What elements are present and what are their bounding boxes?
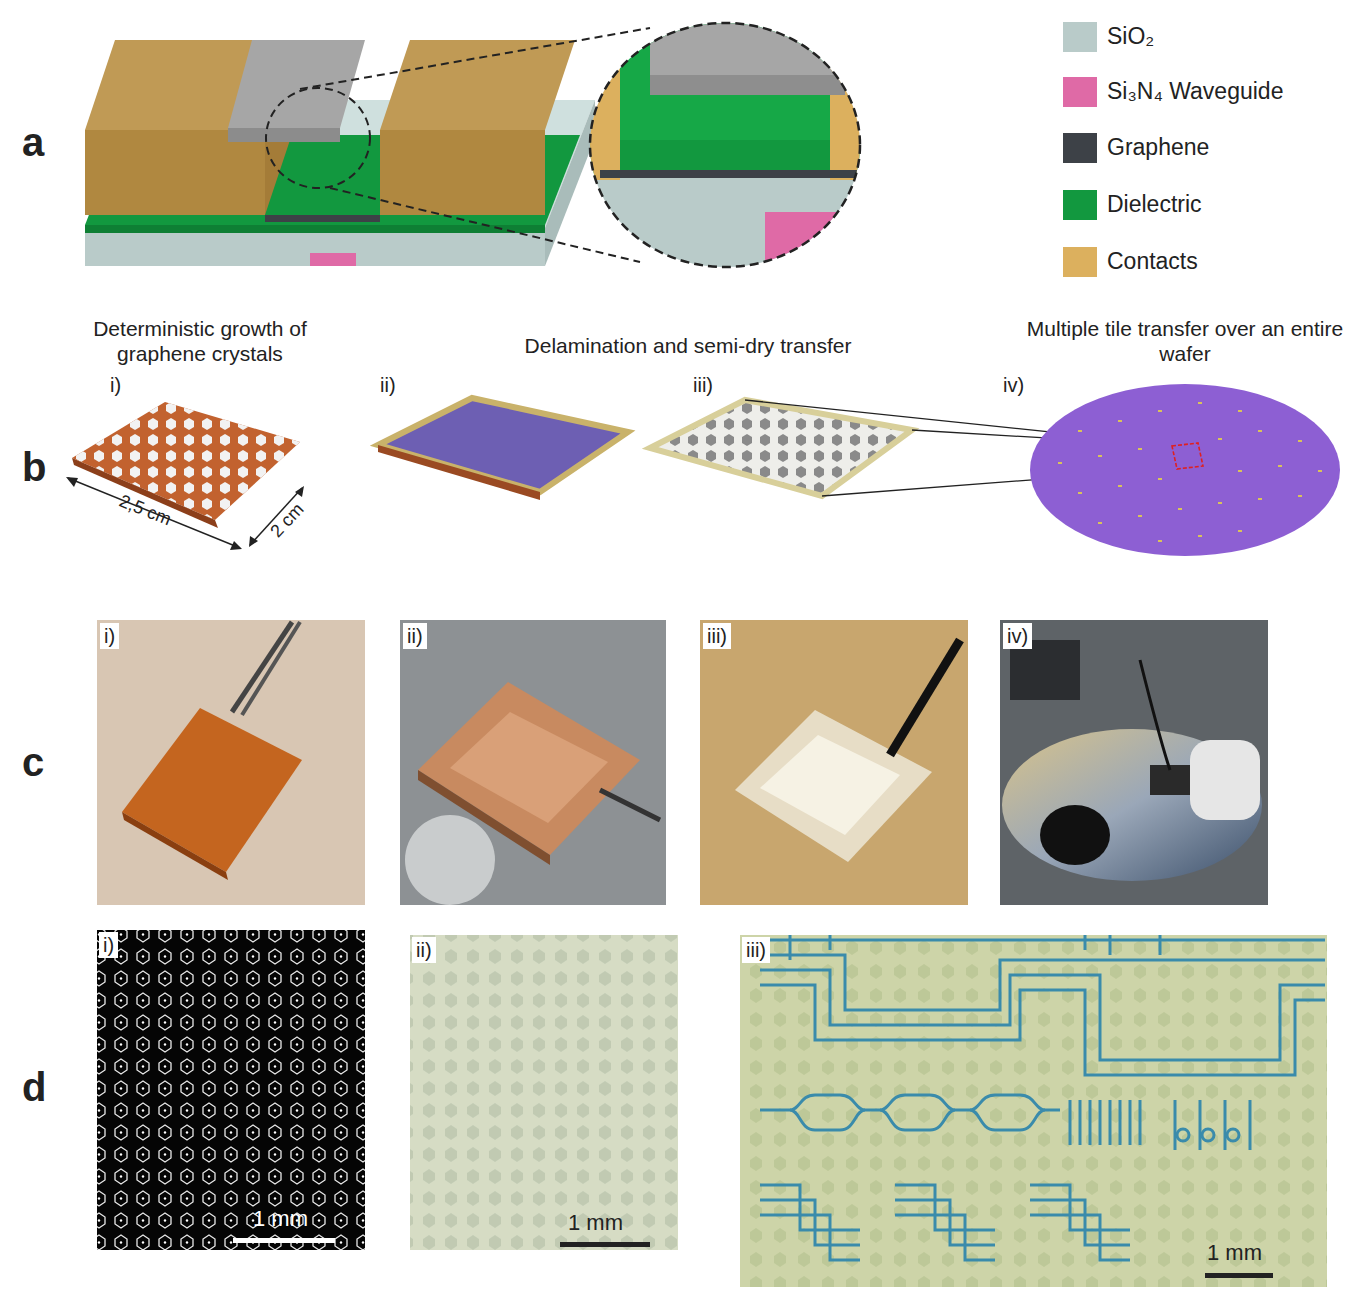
- sub-label: iii): [693, 373, 713, 397]
- legend-swatch: [1063, 247, 1097, 277]
- legend-swatch: [1063, 22, 1097, 52]
- step-heading: Multiple tile transfer over an entire wa…: [1015, 316, 1347, 366]
- scale-bar-label: 1 mm: [253, 1206, 308, 1232]
- panel-letter: d: [22, 1063, 46, 1111]
- sub-label: ii): [403, 623, 427, 649]
- step-heading: Delamination and semi-dry transfer: [525, 333, 852, 358]
- step-heading: Deterministic growth of graphene crystal…: [60, 316, 340, 366]
- sub-label: i): [110, 373, 121, 397]
- legend-text: Si₃N₄ Waveguide: [1107, 78, 1283, 106]
- panel-letter: c: [22, 738, 44, 786]
- legend-swatch: [1063, 133, 1097, 163]
- scale-bar-label: 1 mm: [568, 1210, 623, 1236]
- legend-text: Contacts: [1107, 248, 1198, 276]
- legend-swatch: [1063, 190, 1097, 220]
- sub-label: ii): [412, 937, 436, 963]
- sub-label: iv): [1003, 373, 1024, 397]
- scale-bar-label: 1 mm: [1207, 1240, 1262, 1266]
- sub-label: iv): [1003, 623, 1032, 649]
- legend-text: Dielectric: [1107, 191, 1202, 219]
- panel-letter: b: [22, 443, 46, 491]
- legend-text: Graphene: [1107, 134, 1209, 162]
- sub-label: ii): [380, 373, 396, 397]
- sub-label: iii): [703, 623, 731, 649]
- legend-swatch: [1063, 77, 1097, 107]
- sub-label: i): [100, 623, 119, 649]
- dimension-label: 2 cm: [266, 499, 308, 542]
- legend-text: SiO₂: [1107, 23, 1154, 51]
- sub-label: i): [99, 932, 118, 958]
- panel-letter: a: [22, 118, 44, 166]
- sub-label: iii): [742, 937, 770, 963]
